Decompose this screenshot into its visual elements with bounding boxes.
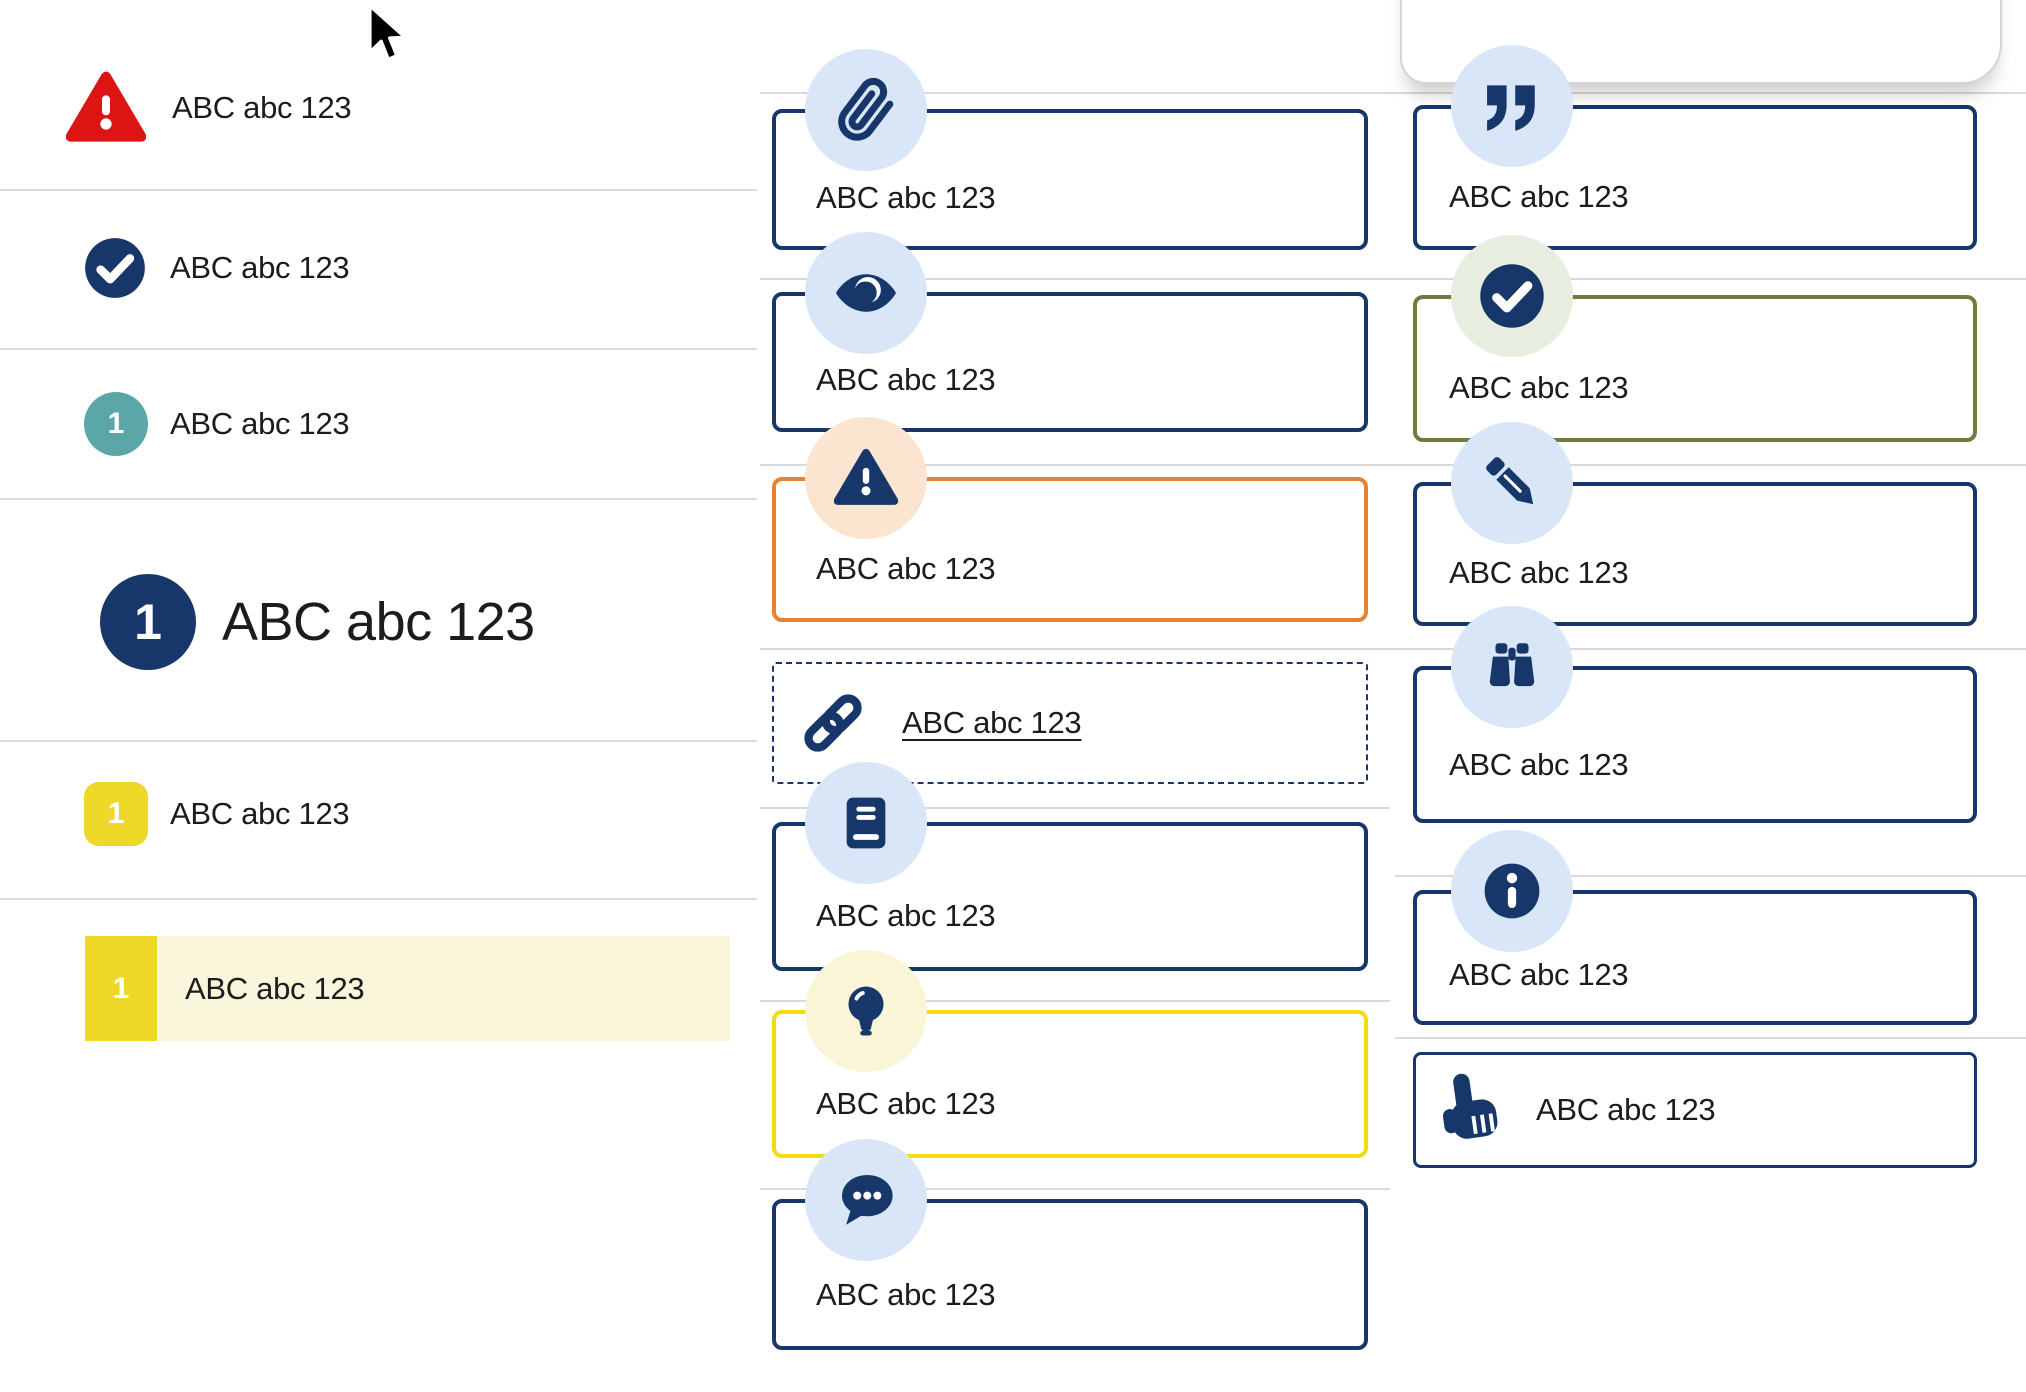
list-item-number-teal[interactable]: 1 ABC abc 123 <box>84 392 350 456</box>
binoculars-icon <box>1451 606 1573 728</box>
check-circle-icon <box>1451 235 1573 357</box>
divider <box>0 498 757 500</box>
chat-icon <box>805 1139 927 1261</box>
divider <box>760 464 2026 466</box>
paperclip-icon <box>805 49 927 171</box>
hand-pointer-icon <box>1434 1069 1506 1151</box>
divider <box>1395 875 2026 877</box>
book-icon <box>805 762 927 884</box>
list-item-label: ABC abc 123 <box>222 592 535 652</box>
list-item-number-large[interactable]: 1 ABC abc 123 <box>100 574 535 670</box>
divider <box>0 898 757 900</box>
callout-label: ABC abc 123 <box>816 1085 996 1121</box>
list-item-warning[interactable]: ABC abc 123 <box>65 60 352 156</box>
callout-label: ABC abc 123 <box>816 550 996 586</box>
divider <box>760 92 2026 94</box>
divider <box>760 648 2026 650</box>
callout-label: ABC abc 123 <box>816 180 996 216</box>
number-badge-yellow-square: 1 <box>84 782 148 846</box>
divider <box>0 348 757 350</box>
badge-number: 1 <box>107 797 125 830</box>
number-badge-teal: 1 <box>84 392 148 456</box>
callout-label: ABC abc 123 <box>1449 957 1629 993</box>
list-item-highlighted[interactable]: 1 ABC abc 123 <box>85 936 730 1041</box>
warning-triangle-icon <box>805 417 927 539</box>
number-badge-yellow-block: 1 <box>85 936 157 1041</box>
list-item-label: ABC abc 123 <box>172 90 352 125</box>
list-item-check[interactable]: ABC abc 123 <box>83 236 350 300</box>
callout-label: ABC abc 123 <box>816 362 996 398</box>
divider <box>760 1188 1390 1190</box>
callout-link-text[interactable]: ABC abc 123 <box>902 705 1082 740</box>
badge-number: 1 <box>112 971 130 1005</box>
divider <box>760 278 2026 280</box>
quote-icon <box>1451 45 1573 167</box>
list-item-label: ABC abc 123 <box>170 406 350 441</box>
list-item-label: ABC abc 123 <box>170 796 350 831</box>
list-item-number-yellow[interactable]: 1 ABC abc 123 <box>84 782 350 846</box>
info-icon <box>1451 830 1573 952</box>
callout-label: ABC abc 123 <box>816 898 996 934</box>
pencil-icon <box>1451 422 1573 544</box>
divider <box>760 807 1390 809</box>
callout-label: ABC abc 123 <box>1449 747 1629 783</box>
list-item-label: ABC abc 123 <box>185 970 365 1006</box>
list-item-label: ABC abc 123 <box>170 250 350 285</box>
check-circle-icon <box>83 236 147 300</box>
divider <box>760 1000 1390 1002</box>
callout-label: ABC abc 123 <box>816 1276 996 1312</box>
callout-attachment: ABC abc 123 <box>772 109 1368 250</box>
number-badge-large-navy: 1 <box>100 574 196 670</box>
divider <box>0 189 757 191</box>
callout-action[interactable]: ABC abc 123 <box>1413 1052 1977 1168</box>
badge-number: 1 <box>107 407 125 440</box>
lightbulb-icon <box>805 950 927 1072</box>
mouse-cursor <box>366 4 418 73</box>
badge-number: 1 <box>134 594 162 650</box>
callout-link[interactable]: ABC abc 123 <box>772 662 1368 784</box>
callout-label: ABC abc 123 <box>1449 178 1629 214</box>
warning-triangle-icon <box>65 68 147 148</box>
eye-icon <box>805 232 927 354</box>
callout-label: ABC abc 123 <box>1449 555 1629 591</box>
callout-label: ABC abc 123 <box>1449 369 1629 405</box>
callout-label: ABC abc 123 <box>1536 1092 1716 1127</box>
link-icon <box>800 690 866 756</box>
divider <box>1395 1037 2026 1039</box>
divider <box>0 740 757 742</box>
